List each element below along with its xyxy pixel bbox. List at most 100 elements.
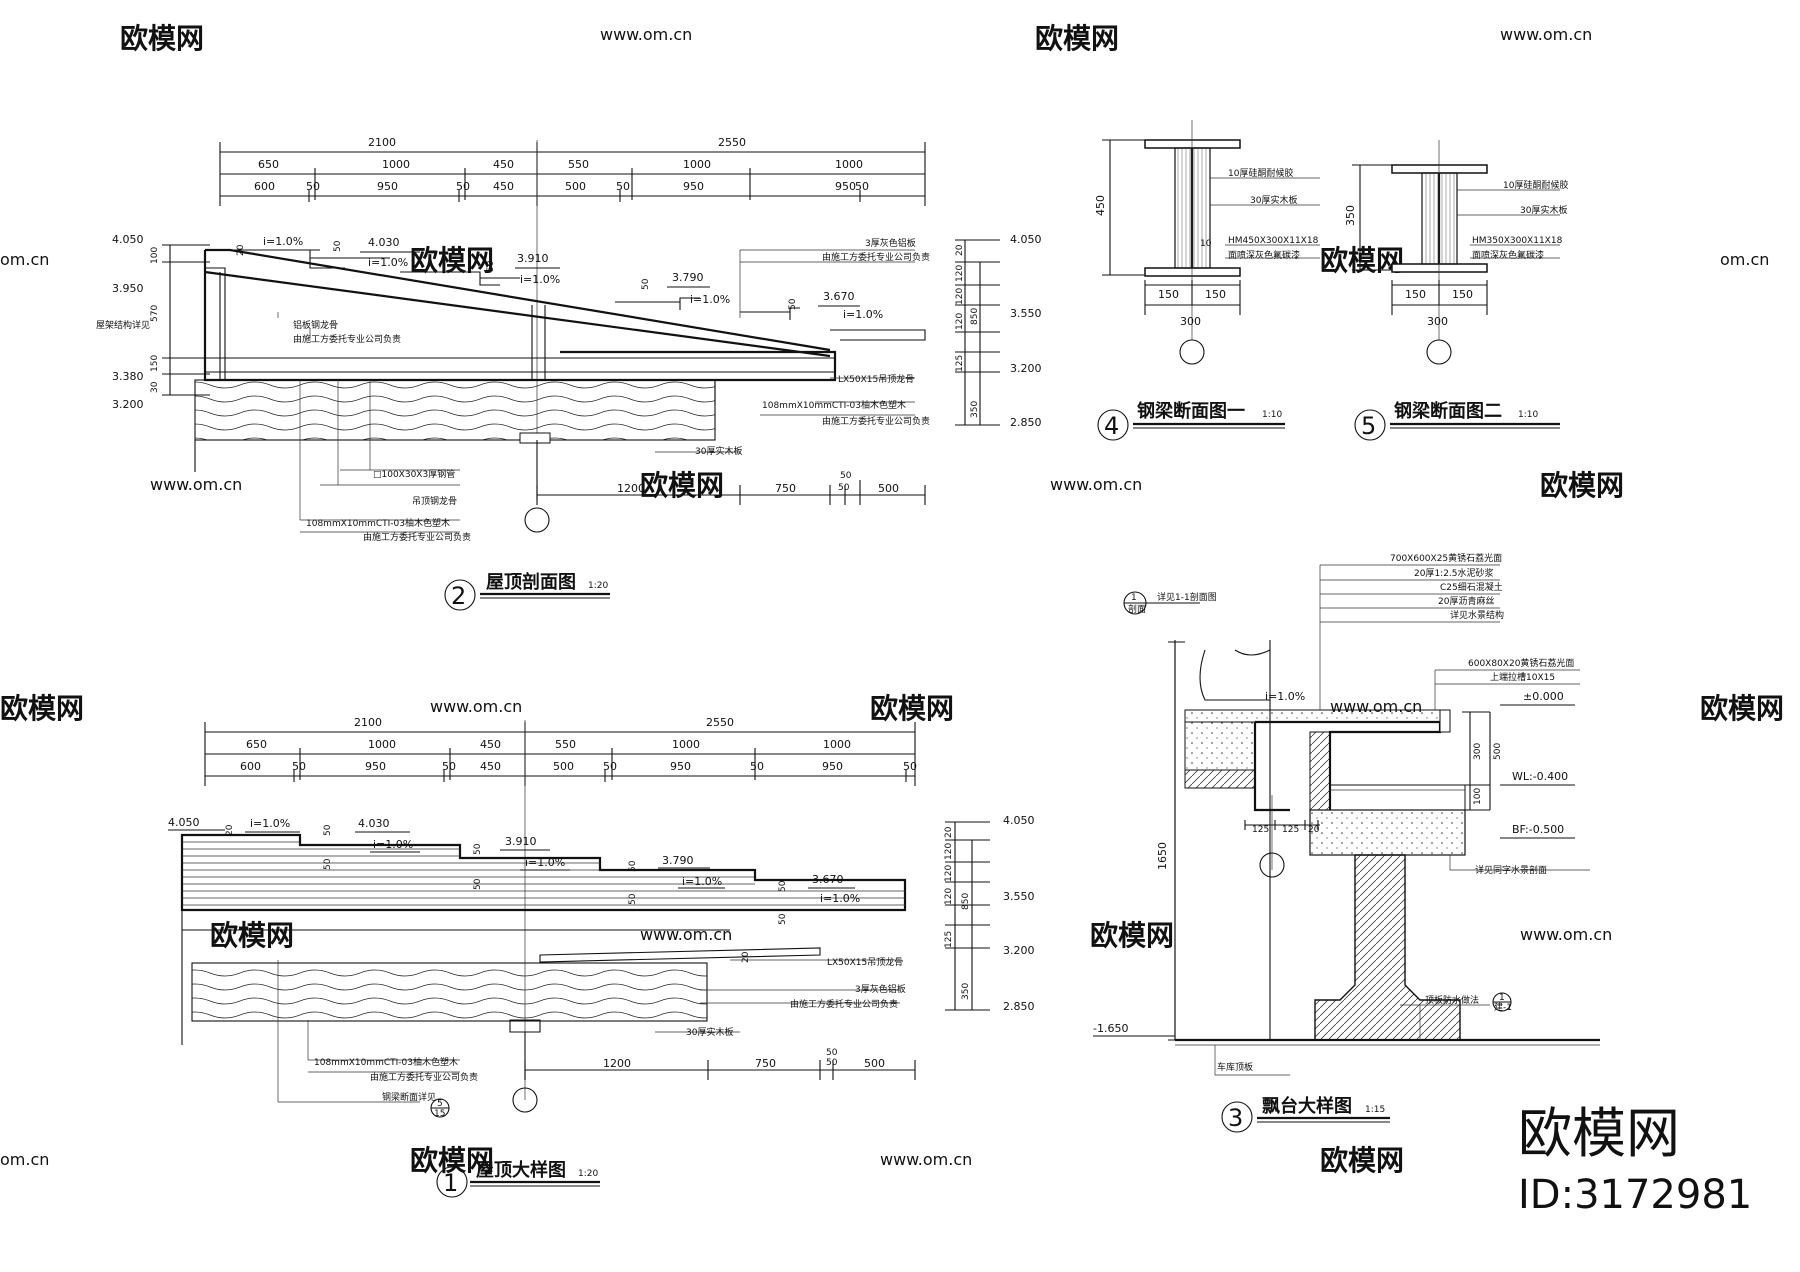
drawing-number: 5 — [1361, 412, 1376, 440]
reference-number: 5 — [437, 1099, 443, 1109]
dimension-label: 120 — [944, 865, 954, 882]
level-label: 3.200 — [1010, 362, 1042, 375]
level-label: 4.050 — [112, 233, 144, 246]
step-level-markers: i=1.0% 4.030 i=1.0% 3.910 i=1.0% 3.790 i… — [236, 235, 883, 321]
dimension-label: 1650 — [1156, 842, 1169, 870]
svg-text:欧模网: 欧模网 — [210, 919, 294, 952]
svg-text:om.cn: om.cn — [0, 250, 49, 269]
dimension-label: 150 — [1158, 288, 1179, 301]
dimension-label: 150 — [1452, 288, 1473, 301]
watermark-mark: www.om.cn — [430, 697, 522, 716]
watermark-mark: om.cn — [1720, 250, 1769, 269]
level-label: 3.200 — [112, 398, 144, 411]
dimension-label: 500 — [864, 1057, 885, 1070]
dimension-label: 120 — [955, 265, 965, 282]
dimension-label: 120 — [944, 843, 954, 860]
slope-label: i=1.0% — [525, 856, 565, 869]
slope-label: i=1.0% — [1265, 690, 1305, 703]
leader-note: 30厚实木板 — [1250, 194, 1297, 206]
svg-text:欧模网: 欧模网 — [1035, 22, 1119, 55]
watermark-mark: www.om.cn — [1520, 925, 1612, 944]
dimension-label: 950 — [835, 180, 856, 193]
axis-marker — [524, 507, 550, 533]
level-label: 4.050 — [1010, 233, 1042, 246]
dimension-label: 500 — [553, 760, 574, 773]
leader-note: 20厚1:2.5水泥砂浆 — [1414, 567, 1494, 579]
leader-note: 屋架结构详见 — [96, 319, 150, 331]
level-label: 3.950 — [112, 282, 144, 295]
dimension-label: 50 — [641, 278, 651, 290]
level-label: 3.910 — [505, 835, 537, 848]
svg-text:www.om.cn: www.om.cn — [150, 475, 242, 494]
leader-note: 108mmX10mmCTI-03柚木色塑木 — [762, 399, 906, 411]
dimension-label: 500 — [878, 482, 899, 495]
leader-note: 由施工方委托专业公司负责 — [790, 998, 898, 1010]
drawing-number: 2 — [451, 582, 466, 610]
dimension-label: 1000 — [683, 158, 711, 171]
watermark-mark: www.om.cn — [600, 25, 692, 44]
dimension-label: 20 — [955, 244, 965, 256]
watermark-mark: www.om.cn — [1050, 475, 1142, 494]
drawing-number: 4 — [1104, 412, 1119, 440]
leader-note: 30厚实木板 — [686, 1026, 733, 1038]
dimension-label: 450 — [480, 738, 501, 751]
dimension-label: 150 — [150, 355, 160, 372]
dimension-label: 50 — [603, 760, 617, 773]
leader-notes: 700X600X25黄锈石荔光面 20厚1:2.5水泥砂浆 C25细石混凝土 2… — [1214, 552, 1590, 1076]
level-label: 3.200 — [1003, 944, 1035, 957]
reference-number: 1 — [1499, 993, 1505, 1003]
dimension-chain-right: 4.050 3.550 3.200 2.850 20 120 120 120 8… — [955, 233, 1042, 429]
dimension-chain-top: 2100 2550 650 1000 450 550 1000 1000 600… — [219, 136, 926, 470]
dimension-label: 100 — [1473, 788, 1483, 805]
level-label: ±0.000 — [1523, 690, 1564, 703]
dimension-label: 150 — [1205, 288, 1226, 301]
dimension-label: 50 — [442, 760, 456, 773]
leader-note: 由施工方委托专业公司负责 — [822, 415, 930, 427]
waterproof-wall — [1309, 731, 1331, 811]
dimension-label: 50 — [838, 483, 850, 493]
dimension-label: 50 — [628, 860, 638, 872]
dimension-label: 120 — [955, 288, 965, 305]
level-label: 2.850 — [1003, 1000, 1035, 1013]
dimension-label: 450 — [493, 180, 514, 193]
steel-frame-members — [205, 267, 835, 380]
drawing-id: ID:3172981 — [1518, 1172, 1752, 1218]
drawing-scale: 1:20 — [588, 581, 608, 591]
svg-text:om.cn: om.cn — [0, 1150, 49, 1169]
dimension-label: 50 — [778, 913, 788, 925]
leader-note: 20厚沥青麻丝 — [1438, 595, 1494, 607]
dimension-label: 50 — [323, 824, 333, 836]
svg-text:欧模网: 欧模网 — [640, 469, 724, 502]
dimension-label: 50 — [788, 298, 798, 310]
svg-text:欧模网: 欧模网 — [410, 1144, 494, 1177]
reference-sheet: 建-1 — [1494, 1001, 1512, 1013]
slope-label: i=1.0% — [682, 875, 722, 888]
leader-note: 面喷深灰色氟碳漆 — [1228, 249, 1300, 261]
dimension-label: 1000 — [823, 738, 851, 751]
dimension-chain-left: 4.050 3.950 3.380 3.200 100 570 150 30 屋… — [96, 233, 210, 411]
dimension-label: 950 — [377, 180, 398, 193]
drawing-title-text: 屋顶大样图 — [476, 1159, 566, 1181]
dimension-label: 50 — [323, 858, 333, 870]
dimension-label: 2550 — [706, 716, 734, 729]
slope-label: i=1.0% — [368, 256, 408, 269]
watermark-mark: 欧模网 — [1090, 919, 1174, 952]
drawing-title: 5 钢梁断面图二 1:10 — [1354, 400, 1560, 441]
watermark-mark: www.om.cn — [150, 475, 242, 494]
axis-marker — [1426, 339, 1452, 365]
leader-note: 由施工方委托专业公司负责 — [293, 333, 401, 345]
level-label: 3.910 — [517, 252, 549, 265]
svg-text:欧模网: 欧模网 — [0, 692, 84, 725]
leader-note: 面喷深灰色氟碳漆 — [1472, 249, 1544, 261]
slope-label: i=1.0% — [690, 293, 730, 306]
level-label: 2.850 — [1010, 416, 1042, 429]
leader-note: 车库顶板 — [1217, 1061, 1253, 1073]
dimension-label: 500 — [565, 180, 586, 193]
leader-note: □100X30X3厚钢管 — [373, 468, 455, 480]
axis-marker — [1259, 852, 1285, 878]
watermark-mark: 欧模网 — [1540, 469, 1624, 502]
leader-note: LX50X15吊顶龙骨 — [827, 956, 903, 968]
drawing-scale: 1:10 — [1518, 410, 1538, 420]
dimension-label: 1200 — [617, 482, 645, 495]
svg-text:欧模网: 欧模网 — [1700, 692, 1784, 725]
